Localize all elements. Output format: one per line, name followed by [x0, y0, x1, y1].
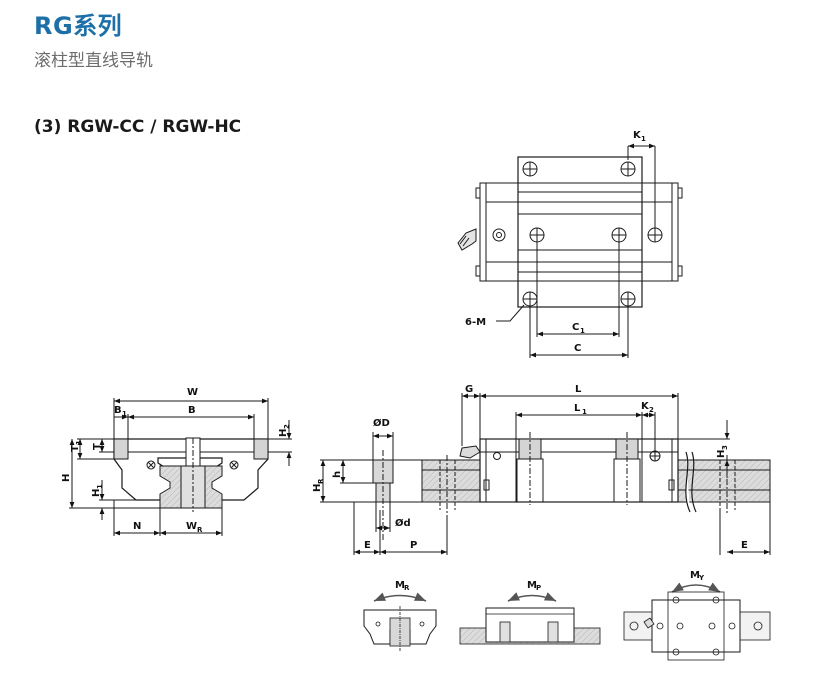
section-heading: (3) RGW-CC / RGW-HC: [34, 117, 242, 137]
block-side: [479, 438, 679, 503]
label-h1: H: [91, 489, 102, 497]
label-t1-sub: 1: [75, 440, 83, 445]
label-h3-sub: 3: [721, 445, 729, 450]
moment-mr-diagram: [363, 592, 437, 652]
label-e-right: E: [741, 540, 748, 551]
label-h-small: h: [332, 471, 343, 478]
mounting-holes-top: [522, 161, 636, 307]
flange-plate-top: [517, 156, 643, 308]
label-h: H: [61, 474, 72, 482]
label-c1-sub: 1: [580, 327, 585, 335]
label-c1: C: [572, 322, 579, 333]
front-view-labels: W B 1 B T 1 T H 2 H H 1 N W R: [61, 387, 291, 534]
label-my-sub: Y: [698, 574, 705, 582]
label-t: T: [92, 443, 103, 450]
label-l: L: [575, 384, 582, 395]
grease-nipple-top: [457, 228, 477, 251]
label-d: Ød: [395, 517, 411, 529]
label-g: G: [465, 384, 473, 395]
side-view-labels: ØD h H R Ød E P G L L 1 K 2 H 3 E: [312, 384, 748, 551]
series-title: RG系列: [34, 12, 123, 40]
label-mr: M: [395, 580, 405, 591]
label-hr-sub: R: [317, 478, 325, 484]
label-h3: H: [716, 450, 727, 458]
label-k1: K: [633, 130, 642, 141]
label-n: N: [133, 521, 141, 532]
top-view-labels: K 1 6-M C 1 C: [465, 130, 646, 354]
block-body-front: [113, 438, 269, 501]
label-wr: W: [186, 521, 197, 532]
label-c: C: [574, 343, 581, 354]
label-h1-sub: 1: [96, 484, 104, 489]
side-view: [353, 393, 771, 555]
label-b1: B: [114, 405, 122, 416]
top-view: [457, 143, 683, 358]
label-mp: M: [527, 580, 537, 591]
moment-labels: M R M P M Y: [395, 570, 705, 592]
label-b1-sub: 1: [122, 410, 127, 418]
moment-my-diagram: [623, 582, 771, 661]
label-k2-sub: 2: [649, 406, 654, 414]
label-mp-sub: P: [536, 584, 541, 592]
label-k1-sub: 1: [641, 135, 646, 143]
label-h2-sub: 2: [283, 424, 291, 429]
label-wr-sub: R: [197, 526, 203, 534]
label-k2: K: [641, 401, 650, 412]
series-subtitle: 滚柱型直线导轨: [34, 51, 153, 71]
label-h2: H: [278, 429, 289, 437]
label-p: P: [410, 540, 417, 551]
rail-hole-detail: [320, 432, 422, 540]
label-od: ØD: [373, 417, 390, 429]
label-hr: H: [312, 484, 323, 492]
label-t1: T: [70, 445, 81, 452]
block-bolts-side: [516, 432, 641, 505]
label-mr-sub: R: [404, 584, 410, 592]
label-b: B: [188, 405, 196, 416]
label-my: M: [690, 570, 700, 581]
label-6m: 6-M: [465, 317, 486, 328]
label-e-left: E: [364, 540, 371, 551]
label-l1-sub: 1: [582, 408, 587, 416]
front-view: [69, 398, 292, 536]
moment-mp-diagram: [459, 592, 601, 645]
label-l1: L: [574, 403, 581, 414]
label-w: W: [187, 387, 198, 398]
